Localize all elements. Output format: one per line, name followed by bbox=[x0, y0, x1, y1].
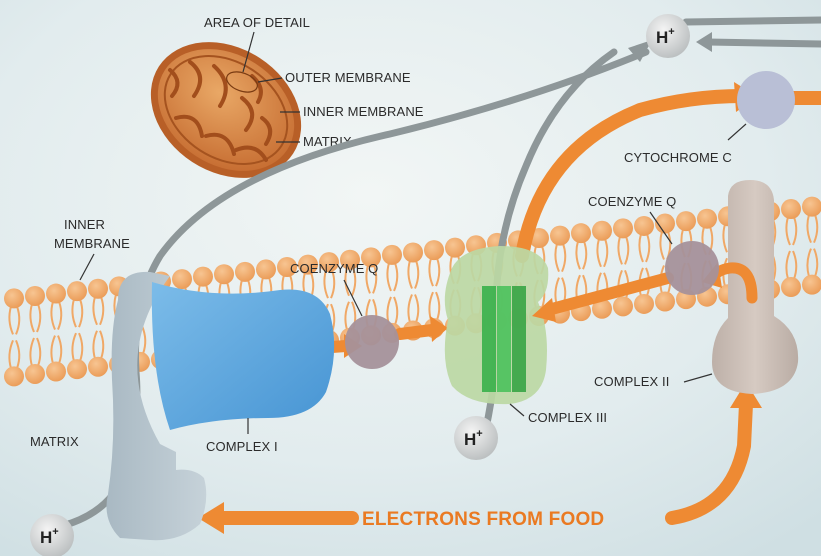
lipid-head bbox=[67, 359, 87, 379]
lipid-head bbox=[88, 279, 108, 299]
label-coenzyme-q-2: COENZYME Q bbox=[588, 194, 676, 209]
proton-path-top-right bbox=[686, 20, 821, 22]
hydrogen-ion-top: H+ bbox=[646, 14, 690, 58]
label-outer-membrane: OUTER MEMBRANE bbox=[285, 70, 411, 85]
cytochrome-c bbox=[737, 71, 795, 129]
lipid-head bbox=[697, 209, 717, 229]
lipid-head bbox=[88, 357, 108, 377]
label-electrons-from-food: ELECTRONS FROM FOOD bbox=[362, 509, 604, 530]
lipid-head bbox=[571, 223, 591, 243]
lipid-head bbox=[193, 267, 213, 287]
lipid-head bbox=[781, 199, 801, 219]
lipid-head bbox=[781, 277, 801, 297]
lipid-head bbox=[256, 259, 276, 279]
lipid-head bbox=[445, 238, 465, 258]
complex-3-core-right bbox=[512, 286, 526, 392]
complex-3-core-mid bbox=[497, 286, 511, 392]
lipid-head bbox=[613, 218, 633, 238]
lipid-head bbox=[67, 281, 87, 301]
label-matrix: MATRIX bbox=[30, 434, 79, 449]
label-cytochrome-c: CYTOCHROME C bbox=[624, 150, 732, 165]
hydrogen-ion-complex-3: H+ bbox=[454, 416, 498, 460]
lipid-head bbox=[382, 245, 402, 265]
label-area-of-detail: AREA OF DETAIL bbox=[204, 15, 310, 30]
lipid-head bbox=[634, 216, 654, 236]
lipid-head bbox=[46, 362, 66, 382]
complex-3-core-left bbox=[482, 286, 496, 392]
label-coenzyme-q-1: COENZYME Q bbox=[290, 261, 378, 276]
label-inner-membrane-line1: INNER bbox=[64, 217, 105, 232]
lipid-head bbox=[550, 226, 570, 246]
hydrogen-ion-bottom-left: H+ bbox=[30, 514, 74, 556]
lipid-head bbox=[424, 240, 444, 260]
lipid-head bbox=[4, 366, 24, 386]
lipid-head bbox=[634, 294, 654, 314]
lipid-head bbox=[4, 288, 24, 308]
label-complex-1: COMPLEX I bbox=[206, 439, 278, 454]
lipid-head bbox=[592, 221, 612, 241]
lipid-head bbox=[235, 262, 255, 282]
lipid-head bbox=[214, 264, 234, 284]
complex-1-peripheral-arm bbox=[152, 282, 334, 430]
coenzyme-q-2 bbox=[665, 241, 719, 295]
label-complex-2: COMPLEX II bbox=[594, 374, 669, 389]
proton-path-return bbox=[708, 42, 821, 44]
lipid-head bbox=[655, 292, 675, 312]
complex-3 bbox=[445, 246, 548, 404]
label-inner-membrane-small: INNER MEMBRANE bbox=[303, 104, 424, 119]
label-complex-3: COMPLEX III bbox=[528, 410, 607, 425]
lipid-head bbox=[25, 364, 45, 384]
lipid-head bbox=[172, 269, 192, 289]
lipid-head bbox=[46, 284, 66, 304]
complex-3-body bbox=[445, 246, 548, 404]
lipid-head bbox=[25, 286, 45, 306]
electron-arrow-q-to-complex-3 bbox=[400, 330, 432, 334]
lipid-head bbox=[403, 243, 423, 263]
lipid-head bbox=[676, 211, 696, 231]
coenzyme-q-1 bbox=[345, 315, 399, 369]
lipid-head bbox=[613, 296, 633, 316]
label-inner-membrane-line2: MEMBRANE bbox=[54, 236, 130, 251]
